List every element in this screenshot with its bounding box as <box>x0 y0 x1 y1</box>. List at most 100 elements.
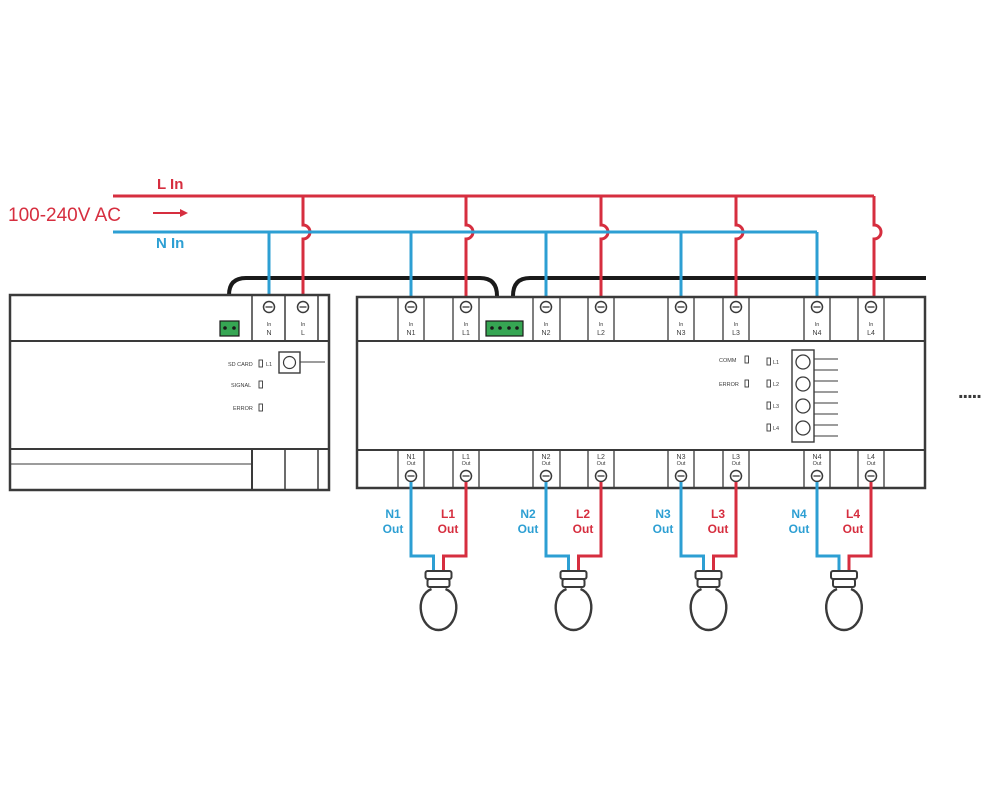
channel-led <box>766 379 771 388</box>
channel-led-label: L2 <box>773 382 779 388</box>
terminal-screw-icon <box>729 300 743 314</box>
output-terminal-out-label: Out <box>407 461 416 467</box>
channel-led-label: L1 <box>773 360 779 366</box>
l1-indicator-label: L1 <box>266 362 272 368</box>
output-terminal-n-label: N3 <box>677 454 686 461</box>
live-output-wire <box>442 482 468 571</box>
output-terminal-l-label: L3 <box>732 454 740 461</box>
neutral-output-out-label: Out <box>789 522 810 536</box>
live-in-label: L In <box>157 176 183 193</box>
neutral-output-label: N1 <box>385 507 401 521</box>
channel-relay-button[interactable] <box>795 376 811 392</box>
input-terminal-in-label: In <box>544 322 549 328</box>
bulb-socket-top <box>424 570 453 580</box>
light-bulb-icon <box>825 570 863 632</box>
gateway-terminal-n-label: N <box>266 330 271 337</box>
live-output-wire <box>712 482 738 571</box>
output-terminal-l-label: L2 <box>597 454 605 461</box>
input-terminal-n-label: N1 <box>407 330 416 337</box>
channels-layer: InN1InL1N1OutL1OutN1OutL1OutInN2InL2N2Ou… <box>383 297 885 632</box>
terminal-screw-icon <box>459 300 473 314</box>
sd-card-indicator-label: SD CARD <box>228 362 253 368</box>
light-bulb-icon <box>554 570 593 632</box>
live-output-out-label: Out <box>438 522 459 536</box>
terminal-screw-icon <box>404 469 418 483</box>
controller-error-indicator-label: ERROR <box>719 382 739 388</box>
live-output-out-label: Out <box>708 522 729 536</box>
output-terminal-out-label: Out <box>867 461 876 467</box>
live-output-out-label: Out <box>843 522 864 536</box>
output-terminal-out-label: Out <box>677 461 686 467</box>
neutral-output-wire <box>544 482 570 571</box>
terminal-screw-icon <box>864 469 878 483</box>
output-terminal-n-label: N2 <box>542 454 551 461</box>
bus-cable-gateway <box>227 276 499 323</box>
neutral-output-label: N2 <box>520 507 536 521</box>
bulb-socket-top <box>694 570 723 580</box>
neutral-output-wire <box>679 482 705 571</box>
live-output-wire <box>577 482 603 571</box>
neutral-output-out-label: Out <box>518 522 539 536</box>
output-terminal-out-label: Out <box>542 461 551 467</box>
sd-card-led <box>258 359 263 368</box>
terminal-screw-icon <box>539 300 553 314</box>
terminal-screw-icon <box>864 300 878 314</box>
channel-relay-button[interactable] <box>795 398 811 414</box>
neutral-output-wire <box>409 482 435 571</box>
continuation-ellipsis: ..... <box>958 381 981 403</box>
gateway-error-led <box>258 403 263 412</box>
terminal-screw-icon <box>594 300 608 314</box>
gateway-terminal-in-label: In <box>301 322 306 328</box>
bulb-glass <box>419 587 458 632</box>
input-terminal-in-label: In <box>869 322 874 328</box>
neutral-output-label: N4 <box>791 507 807 521</box>
gateway-bus-connector <box>219 320 240 337</box>
channel-led-label: L3 <box>773 404 779 410</box>
neutral-output-out-label: Out <box>653 522 674 536</box>
gateway-relay-button-knob <box>282 355 297 370</box>
input-terminal-n-label: N4 <box>813 330 822 337</box>
channel-relay-button[interactable] <box>795 420 811 436</box>
input-terminal-in-label: In <box>599 322 604 328</box>
output-terminal-n-label: N1 <box>407 454 416 461</box>
terminal-screw-icon <box>404 300 418 314</box>
gateway-terminal-l-label: L <box>301 330 305 337</box>
signal-led <box>258 380 263 389</box>
gateway-error-indicator-label: ERROR <box>233 406 253 412</box>
controller-error-led <box>744 379 749 388</box>
output-terminal-out-label: Out <box>462 461 471 467</box>
live-output-label: L4 <box>846 507 860 521</box>
terminal-screw-icon <box>594 469 608 483</box>
terminal-screw-icon <box>810 300 824 314</box>
neutral-output-label: N3 <box>655 507 671 521</box>
output-terminal-out-label: Out <box>597 461 606 467</box>
live-output-label: L1 <box>441 507 455 521</box>
controller-bus-connector <box>485 320 524 337</box>
bulb-socket-bottom <box>561 578 586 588</box>
input-terminal-in-label: In <box>815 322 820 328</box>
neutral-output-wire <box>815 482 841 571</box>
input-terminal-in-label: In <box>464 322 469 328</box>
output-terminal-n-label: N4 <box>813 454 822 461</box>
channel-led <box>766 401 771 410</box>
controller-module <box>355 295 927 490</box>
supply-arrow-icon <box>153 209 188 217</box>
input-terminal-n-label: N2 <box>542 330 551 337</box>
output-terminal-l-label: L1 <box>462 454 470 461</box>
input-terminal-in-label: In <box>679 322 684 328</box>
input-terminal-n-label: N3 <box>677 330 686 337</box>
channel-relay-button[interactable] <box>795 354 811 370</box>
terminal-screw-icon <box>810 469 824 483</box>
input-terminal-l-label: L4 <box>867 330 875 337</box>
bulb-socket-bottom <box>832 578 856 588</box>
neutral-output-out-label: Out <box>383 522 404 536</box>
relay-button-panel <box>791 349 815 443</box>
bulb-socket-bottom <box>426 578 451 588</box>
terminal-screw-icon <box>674 469 688 483</box>
terminal-screw-icon <box>674 300 688 314</box>
neutral-supply-wiring <box>113 230 819 307</box>
input-terminal-l-label: L1 <box>462 330 470 337</box>
